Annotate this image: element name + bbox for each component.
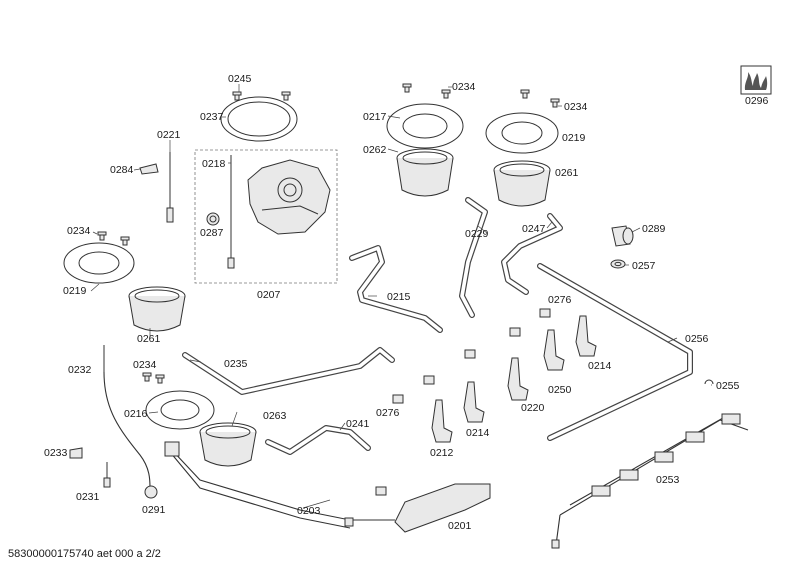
label-0231: 0231 (76, 491, 100, 503)
clip-0284 (139, 163, 159, 175)
label-0257: 0257 (632, 260, 656, 272)
label-0291: 0291 (142, 504, 166, 516)
gas-pipes (182, 197, 693, 455)
label-0276-lower: 0276 (376, 407, 400, 419)
label-0219-right: 0219 (562, 132, 586, 144)
seal-ring-0216 (145, 390, 215, 430)
label-0241: 0241 (346, 418, 370, 430)
label-0245: 0245 (228, 73, 252, 85)
label-0221: 0221 (157, 129, 181, 141)
label-0237: 0237 (200, 111, 224, 123)
label-0216: 0216 (124, 408, 148, 420)
label-0247: 0247 (522, 223, 546, 235)
ring-0257 (610, 259, 626, 269)
label-0214-left: 0214 (466, 427, 490, 439)
burner-cup-0261-right (493, 160, 551, 207)
label-0262: 0262 (363, 144, 387, 156)
label-0203: 0203 (297, 505, 321, 517)
label-0234-middle: 0234 (452, 81, 476, 93)
label-0253: 0253 (656, 474, 680, 486)
label-0215: 0215 (387, 291, 411, 303)
gas-valves (431, 315, 597, 443)
thermocouple-cable-0232 (103, 345, 158, 499)
ignition-switch-harness-0253 (551, 413, 749, 549)
label-0255: 0255 (716, 380, 740, 392)
seal-ring-0237 (220, 96, 298, 142)
label-0250: 0250 (548, 384, 572, 396)
label-0287: 0287 (200, 227, 224, 239)
nut-0287 (206, 212, 220, 226)
elbow-fitting-0289 (611, 225, 634, 247)
clip-0233 (69, 447, 83, 459)
screws (97, 83, 560, 384)
label-0276-right: 0276 (548, 294, 572, 306)
flame-icon (740, 65, 772, 95)
label-0296: 0296 (745, 95, 769, 107)
label-0234-left: 0234 (67, 225, 91, 237)
label-0207: 0207 (257, 289, 281, 301)
burner-cup-0262 (396, 148, 454, 197)
label-0218: 0218 (202, 158, 226, 170)
seal-ring-0219-left (63, 242, 135, 284)
label-0234-right: 0234 (564, 101, 588, 113)
label-0229: 0229 (465, 228, 489, 240)
burner-cup-0263 (199, 422, 257, 467)
label-0219-left: 0219 (63, 285, 87, 297)
seal-ring-0217 (386, 103, 464, 149)
nozzles-0276 (392, 308, 551, 404)
label-0234-lower: 0234 (133, 359, 157, 371)
wiring-0203 (164, 441, 395, 529)
ignition-module-0201 (394, 483, 491, 533)
label-0261-left: 0261 (137, 333, 161, 345)
label-0214-right: 0214 (588, 360, 612, 372)
ignition-electrode-0221 (166, 152, 174, 223)
label-0220: 0220 (521, 402, 545, 414)
label-0217: 0217 (363, 111, 387, 123)
thermocouple-0231 (103, 462, 111, 488)
label-0212: 0212 (430, 447, 454, 459)
assembly-box-0207 (194, 149, 338, 284)
label-0233: 0233 (44, 447, 68, 459)
label-0256: 0256 (685, 333, 709, 345)
burner-housing-0207 (247, 159, 331, 235)
document-id: 58300000175740 aet 000 a 2/2 (8, 548, 161, 560)
label-0235: 0235 (224, 358, 248, 370)
label-0201: 0201 (448, 520, 472, 532)
clip-0255 (704, 379, 714, 385)
seal-ring-0219-right (485, 112, 559, 154)
label-0289: 0289 (642, 223, 666, 235)
label-0263: 0263 (263, 410, 287, 422)
label-0284: 0284 (110, 164, 134, 176)
label-0261-right: 0261 (555, 167, 579, 179)
burner-cup-0261-left (128, 286, 186, 332)
label-0232: 0232 (68, 364, 92, 376)
leader-lines (90, 84, 712, 509)
part-labels: 0296 0245 0237 0221 0284 0218 0287 0207 … (44, 73, 769, 532)
